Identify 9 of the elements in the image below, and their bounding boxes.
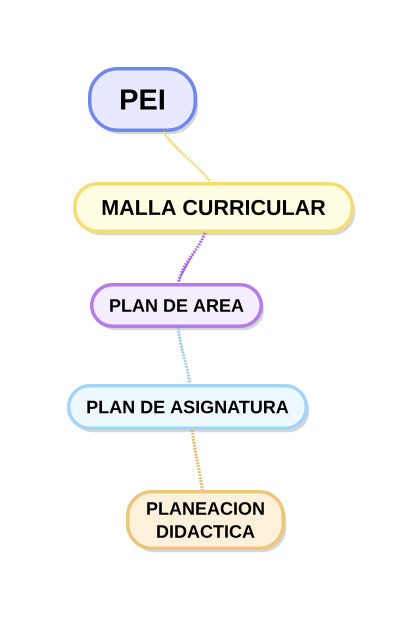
concept-box: PEI [88, 67, 198, 134]
concept-box: PLAN DE AREA [90, 283, 264, 330]
concept-box: PLANEACION DIDACTICA [126, 490, 286, 552]
concept-box: MALLA CURRICULAR [73, 182, 356, 236]
concept-box: PLAN DE ASIGNATURA [67, 384, 310, 432]
dotted-connector [176, 231, 207, 285]
dotted-connector [162, 130, 212, 184]
dotted-connector [190, 428, 204, 492]
dotted-connector [176, 326, 192, 386]
